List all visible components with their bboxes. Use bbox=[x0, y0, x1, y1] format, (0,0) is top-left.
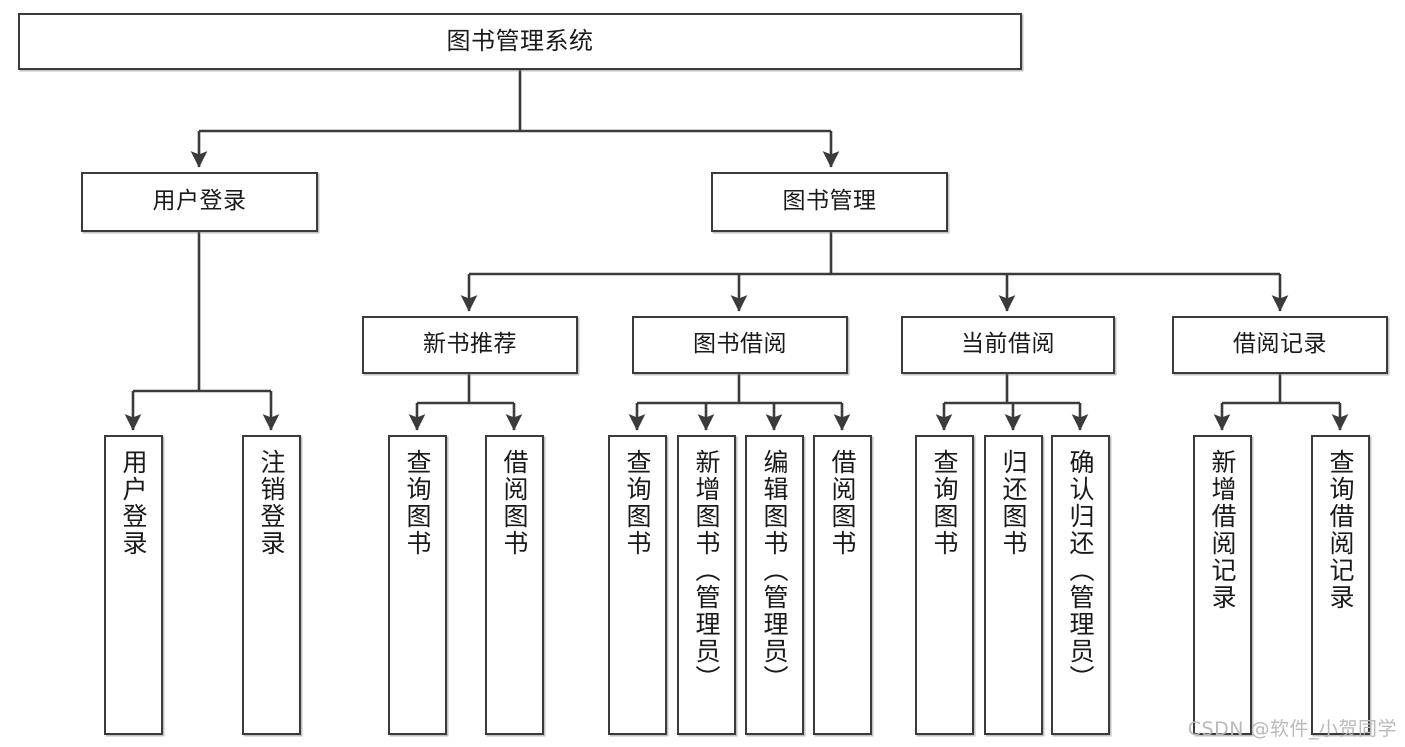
node-leaf-query-book-current[interactable]: 查询图书 bbox=[915, 435, 974, 735]
node-leaf-return-book-label: 归还图书 bbox=[999, 449, 1028, 557]
node-new-book-recommend-label: 新书推荐 bbox=[423, 331, 517, 358]
node-leaf-add-book-admin-label: 新增图书（管理员） bbox=[692, 449, 721, 692]
node-new-book-recommend[interactable]: 新书推荐 bbox=[362, 316, 578, 374]
node-book-borrow[interactable]: 图书借阅 bbox=[632, 316, 848, 374]
node-user-login-label: 用户登录 bbox=[152, 188, 247, 215]
node-leaf-query-book-borrow-label: 查询图书 bbox=[623, 449, 652, 557]
node-leaf-query-borrow-record[interactable]: 查询借阅记录 bbox=[1311, 435, 1370, 735]
node-book-management-label: 图书管理 bbox=[782, 188, 877, 215]
node-leaf-user-logout-label: 注销登录 bbox=[257, 449, 286, 557]
node-book-borrow-label: 图书借阅 bbox=[693, 331, 787, 358]
node-leaf-user-login[interactable]: 用户登录 bbox=[104, 435, 163, 735]
node-leaf-query-book-borrow[interactable]: 查询图书 bbox=[608, 435, 667, 735]
node-leaf-query-book-recommend-label: 查询图书 bbox=[403, 449, 432, 557]
node-current-borrow-label: 当前借阅 bbox=[961, 331, 1055, 358]
node-leaf-confirm-return-admin-label: 确认归还（管理员） bbox=[1066, 449, 1095, 692]
node-leaf-query-borrow-record-label: 查询借阅记录 bbox=[1326, 449, 1355, 611]
node-leaf-query-book-current-label: 查询图书 bbox=[930, 449, 959, 557]
node-root[interactable]: 图书管理系统 bbox=[18, 13, 1022, 70]
node-borrow-record[interactable]: 借阅记录 bbox=[1172, 316, 1388, 374]
node-leaf-borrow-book-recommend[interactable]: 借阅图书 bbox=[485, 435, 544, 735]
node-current-borrow[interactable]: 当前借阅 bbox=[901, 316, 1115, 374]
node-user-login[interactable]: 用户登录 bbox=[81, 172, 318, 232]
node-leaf-add-book-admin[interactable]: 新增图书（管理员） bbox=[677, 435, 736, 735]
node-book-management[interactable]: 图书管理 bbox=[711, 172, 948, 232]
node-root-label: 图书管理系统 bbox=[446, 27, 594, 56]
node-leaf-add-borrow-record[interactable]: 新增借阅记录 bbox=[1193, 435, 1252, 735]
node-leaf-edit-book-admin-label: 编辑图书（管理员） bbox=[760, 449, 789, 692]
node-leaf-user-logout[interactable]: 注销登录 bbox=[242, 435, 301, 735]
node-leaf-confirm-return-admin[interactable]: 确认归还（管理员） bbox=[1051, 435, 1110, 735]
node-leaf-borrow-book-recommend-label: 借阅图书 bbox=[500, 449, 529, 557]
node-leaf-borrow-book-label: 借阅图书 bbox=[828, 449, 857, 557]
node-leaf-user-login-label: 用户登录 bbox=[119, 449, 148, 557]
csdn-watermark: CSDN @软件_小贺同学 bbox=[1187, 718, 1397, 740]
node-leaf-borrow-book[interactable]: 借阅图书 bbox=[813, 435, 872, 735]
node-borrow-record-label: 借阅记录 bbox=[1233, 331, 1327, 358]
node-leaf-edit-book-admin[interactable]: 编辑图书（管理员） bbox=[745, 435, 804, 735]
node-leaf-query-book-recommend[interactable]: 查询图书 bbox=[388, 435, 447, 735]
node-leaf-return-book[interactable]: 归还图书 bbox=[984, 435, 1043, 735]
node-leaf-add-borrow-record-label: 新增借阅记录 bbox=[1208, 449, 1237, 611]
